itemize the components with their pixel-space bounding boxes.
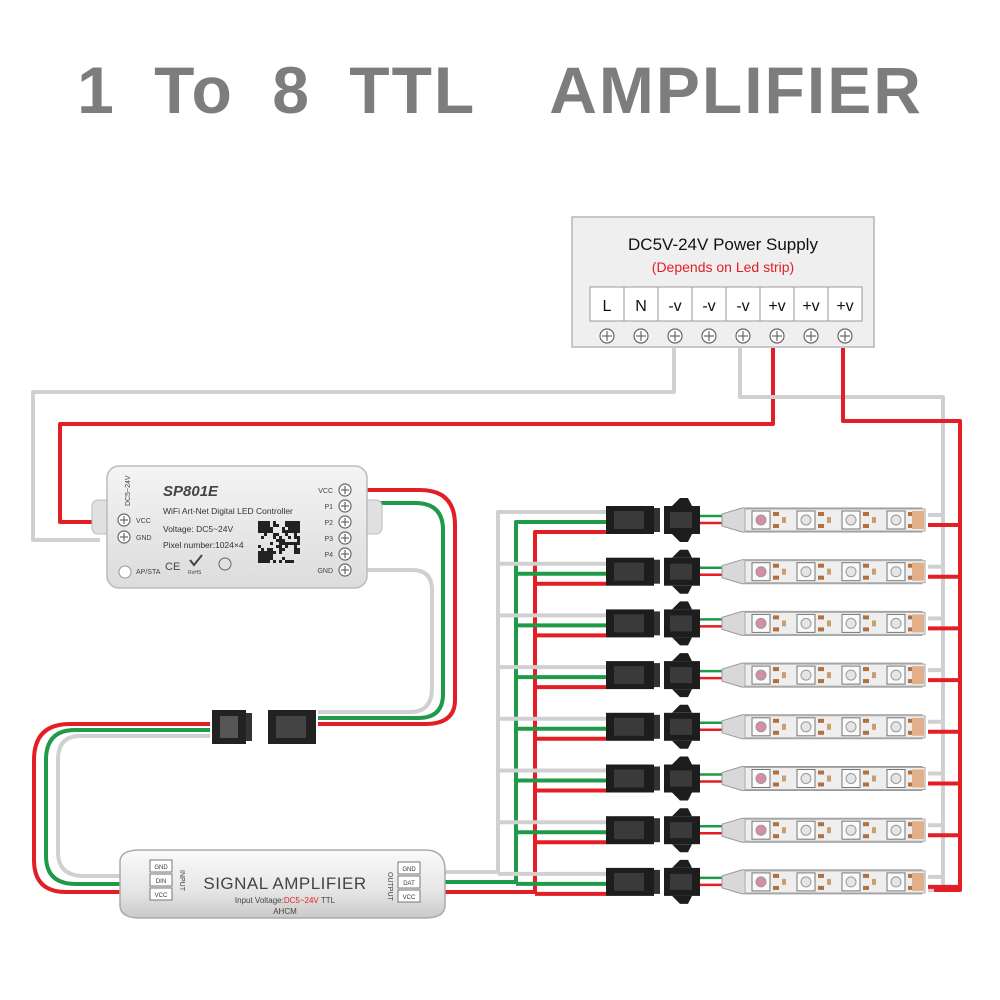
screw-terminal-icon <box>735 328 751 344</box>
psu-terminal-label: -v <box>702 298 715 315</box>
controller-terminal-icon <box>338 547 352 561</box>
apsta-button <box>118 565 132 579</box>
controller-pixels: Pixel number:1024×4 <box>163 540 244 550</box>
led-strip <box>606 601 926 646</box>
check-icon <box>189 554 203 567</box>
led-strip <box>606 859 926 904</box>
controller-terminal-icon <box>338 499 352 513</box>
led-strips <box>606 498 926 904</box>
screw-terminal-icon <box>837 328 853 344</box>
led-strip <box>606 498 926 542</box>
wire-amp-in-green <box>44 728 210 886</box>
amp-voltage-suffix: TTL <box>319 896 336 905</box>
controller-right-pin-label: P3 <box>324 536 333 543</box>
psu-terminal-label: -v <box>668 298 681 315</box>
cert-rohs: RoHS <box>188 570 202 576</box>
signal-amplifier: GND DIN VCC GND DAT VCC INPUT OUTPUT SIGNAL … <box>119 849 446 919</box>
led-strip <box>606 549 926 594</box>
screw-terminal-icon <box>599 328 615 344</box>
controller-left-pin-label: GND <box>136 535 152 542</box>
controller-right-pin-label: VCC <box>318 488 333 495</box>
screw-terminal-icon <box>633 328 649 344</box>
amp-voltage-value: DC5~24V <box>284 896 320 905</box>
led-strip <box>606 808 926 853</box>
controller-sp801e: DC5~24V SP801E WiFi Art-Net Digital LED … <box>91 465 383 589</box>
controller-subtitle: WiFi Art-Net Digital LED Controller <box>163 506 293 516</box>
screw-terminal-icon <box>803 328 819 344</box>
amp-model: AHCM <box>273 907 297 916</box>
controller-model: SP801E <box>163 483 219 500</box>
amp-output-pin-label: GND <box>402 867 416 873</box>
controller-voltage: Voltage: DC5~24V <box>163 524 234 534</box>
controller-right-pin-label: GND <box>317 568 333 575</box>
amp-label: SIGNAL AMPLIFIER <box>203 874 366 893</box>
psu-terminal-label: +v <box>836 298 853 315</box>
controller-right-pin-label: P2 <box>324 520 333 527</box>
wire-psu-vcc-to-strips <box>841 348 962 892</box>
amp-input-label: INPUT <box>178 870 185 892</box>
amp-output-pin-label: VCC <box>403 895 416 901</box>
amp-input-pin-label: DIN <box>156 879 166 885</box>
led-strip <box>606 756 926 801</box>
wire-controller-white <box>318 568 434 714</box>
psu-terminal-label: N <box>635 298 647 315</box>
screw-terminal-icon <box>769 328 785 344</box>
psu-terminal-label: -v <box>736 298 749 315</box>
wire-controller-red <box>318 488 457 726</box>
controller-right-pin-label: P1 <box>324 504 333 511</box>
svg-text:Input Voltage:DC5~24V TTL: Input Voltage:DC5~24V TTL <box>235 896 336 905</box>
page-title: 1 To 8 TTL AMPLIFIER <box>77 53 923 127</box>
amp-voltage-prefix: Input Voltage: <box>235 896 284 905</box>
wire-amp-in-red <box>32 722 210 894</box>
power-supply-note: (Depends on Led strip) <box>652 259 794 275</box>
amp-output-pin-label: DAT <box>403 881 415 887</box>
wire-amp-in-white <box>56 734 210 878</box>
psu-terminal-label: +v <box>768 298 785 315</box>
controller-terminal-icon <box>338 515 352 529</box>
wire-controller-green <box>318 501 445 720</box>
psu-terminal-label: L <box>603 298 612 315</box>
wire-amp-out-green <box>445 520 605 884</box>
wire-amp-out-white <box>445 510 605 874</box>
controller-right-pin-label: P4 <box>324 552 333 559</box>
screw-terminal-icon <box>701 328 717 344</box>
controller-terminal-icon <box>338 531 352 545</box>
controller-input-label: DC5~24V <box>125 475 132 506</box>
wire-psu-gnd-to-controller <box>31 348 676 542</box>
power-supply-title: DC5V-24V Power Supply <box>628 235 818 254</box>
controller-terminal-icon <box>117 513 131 527</box>
recycle-icon <box>218 557 232 571</box>
controller-apsta: AP/STA <box>136 569 161 576</box>
led-strip <box>606 653 926 698</box>
power-supply: DC5V-24V Power Supply (Depends on Led st… <box>571 216 875 348</box>
cert-ce: CE <box>165 561 180 573</box>
inline-connector <box>212 710 316 744</box>
screw-terminal-icon <box>667 328 683 344</box>
wire-amp-out-red <box>445 530 605 894</box>
controller-terminal-icon <box>338 563 352 577</box>
amp-input-pin-label: GND <box>154 865 168 871</box>
controller-left-pin-label: VCC <box>136 518 151 525</box>
controller-terminal-icon <box>117 530 131 544</box>
led-strip <box>606 704 926 749</box>
psu-terminal-label: +v <box>802 298 819 315</box>
controller-terminal-icon <box>338 483 352 497</box>
qr-code <box>258 521 300 563</box>
amp-output-label: OUTPUT <box>386 872 393 902</box>
amp-input-pin-label: VCC <box>155 893 168 899</box>
